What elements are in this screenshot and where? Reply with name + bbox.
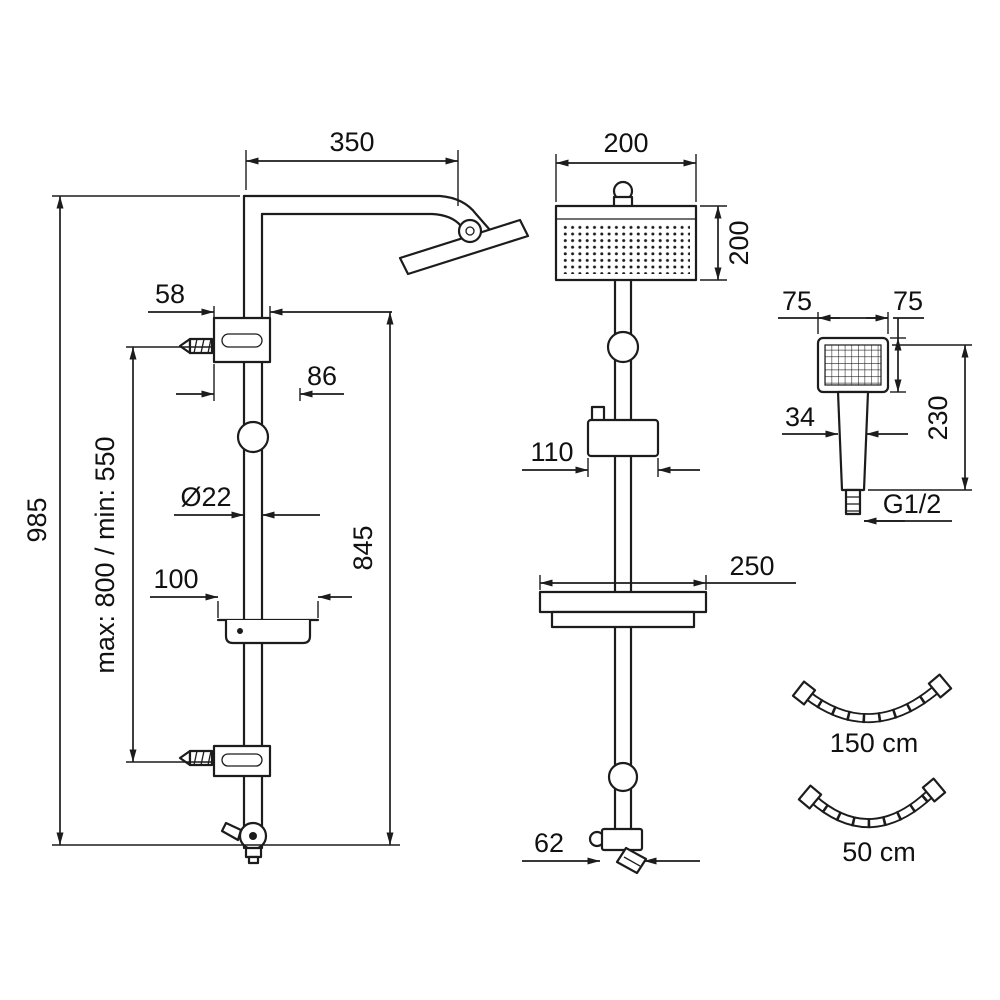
hose-fitting [921,777,947,803]
dim-label-bracket-depth: 86 [307,361,337,391]
dim-column-height: 845 [348,312,394,845]
hose-fitting [927,673,953,699]
hose-short: 50 cm [797,777,947,867]
dim-pipe-diameter: Ø22 [174,482,320,519]
side-view: 985 max: 800 / min: 550 350 58 845 [22,127,530,865]
dim-label-bracket-width: 58 [155,279,185,309]
nozzle-face [563,224,690,274]
dim-label-total-height: 985 [22,497,52,542]
mounting-screw-upper-tip [178,337,192,355]
dim-slider-width: 110 [522,437,700,477]
hand-shower-handle [836,390,870,492]
dim-hs-length: 230 [868,344,972,491]
overhead-shower-side [398,218,530,276]
dim-label-hs-handle-width: 34 [785,402,815,432]
hand-shower-view: 75 75 34 230 G1/2 [778,286,972,525]
bottom-fitting-front [588,827,648,875]
dim-label-slider-width: 110 [530,437,573,467]
dim-label-bottom-offset: 62 [534,828,564,858]
shower-arm [242,194,492,241]
dim-label-soap-dish-depth: 100 [153,564,198,594]
arm-swivel-joint [457,218,483,244]
bracket-slot [221,333,263,348]
adjuster-knob-side [236,420,270,454]
hose-fitting [797,784,823,810]
dim-bottom-offset: 62 [522,828,700,865]
upper-knob-front [606,330,640,364]
diverter-lever [220,821,243,842]
dim-hs-head-width: 75 [778,286,889,334]
dim-adjust-range: max: 800 / min: 550 [90,346,212,763]
dish-drain-hole [237,628,243,634]
water-outlet [244,846,263,859]
hose-long-label: 150 cm [830,728,919,758]
dim-shelf-width: 250 [539,551,796,590]
shelf-front [538,590,708,629]
dim-label-hs-head-width: 75 [782,286,812,316]
hand-shower-face [824,344,882,386]
dim-hs-thread: G1/2 [864,489,952,525]
dim-arm-reach: 350 [245,127,459,206]
dim-label-hs-thread: G1/2 [883,489,942,519]
dim-label-pipe-diameter: Ø22 [180,482,231,512]
dim-soap-dish-depth: 100 [150,564,352,618]
dim-label-head-height: 200 [724,220,754,265]
hand-shower-thread [844,488,862,516]
hose-long: 150 cm [791,673,953,758]
soap-dish-side [216,618,320,645]
dim-hs-handle-width: 34 [782,402,908,438]
dim-label-adjust-range: max: 800 / min: 550 [90,436,120,673]
dim-bracket-width: 58 [148,279,392,320]
wall-bracket-lower [178,744,272,778]
dim-label-head-width: 200 [603,128,648,158]
dim-head-height: 200 [700,205,754,281]
riser-pipe-front [613,278,633,852]
bracket-slot [221,753,263,767]
dim-hs-head-depth: 75 [890,286,924,393]
hand-shower-head [816,336,890,394]
lower-knob-front [607,761,639,793]
dim-head-width: 200 [555,128,697,202]
dim-label-column-height: 845 [348,525,378,570]
dim-total-height: 985 [22,195,400,846]
overhead-shower-front [554,204,698,282]
diverter-valve-side [220,821,268,865]
dim-bracket-depth: 86 [176,361,344,401]
dim-label-arm-reach: 350 [329,127,374,157]
slider-bracket-front [586,405,660,458]
hose-fitting [791,680,817,706]
hoses: 150 cm 50 cm [791,673,953,867]
dim-label-hs-length: 230 [923,395,953,440]
mounting-screw-lower-tip [178,749,192,767]
hose-short-label: 50 cm [842,837,916,867]
dim-label-hs-head-depth: 75 [893,286,923,316]
front-view: 200 200 110 250 62 [522,128,796,875]
head-connector [612,180,634,210]
wall-bracket-upper [178,316,272,364]
dim-label-shelf-width: 250 [729,551,774,581]
